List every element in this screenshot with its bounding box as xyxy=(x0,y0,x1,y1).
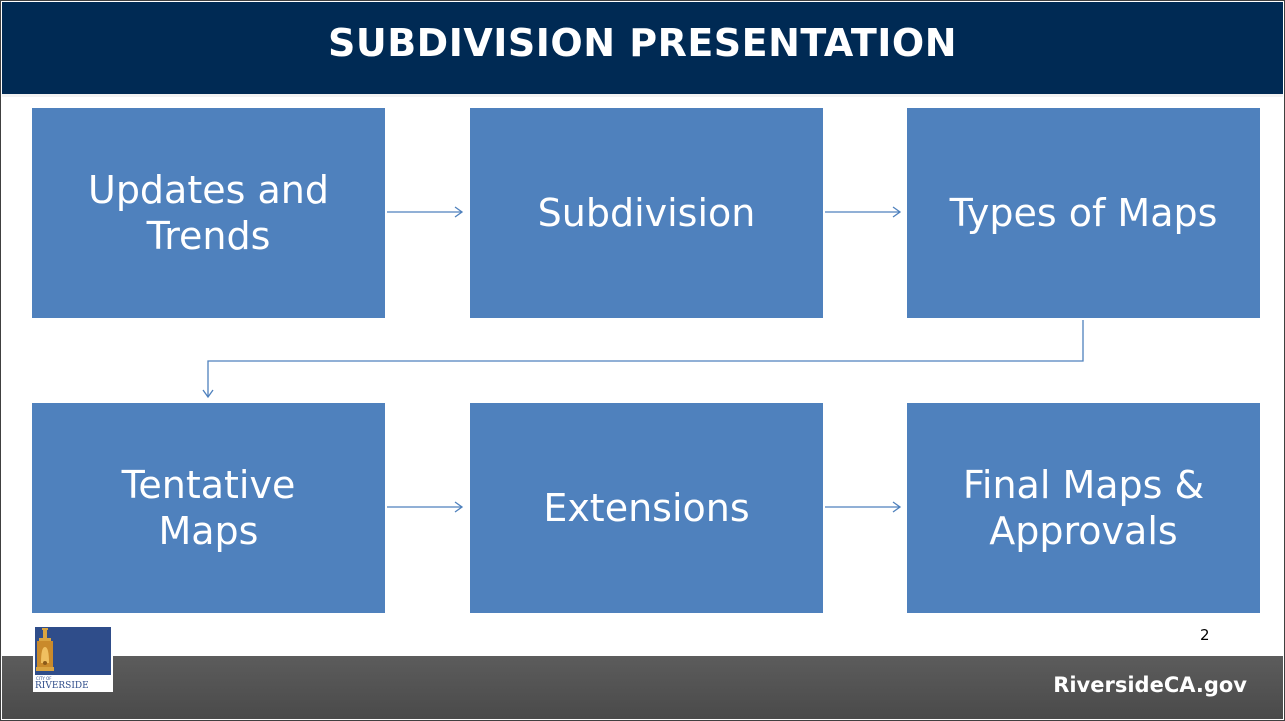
arrow-extensions-to-final-icon xyxy=(825,501,902,513)
svg-text:RIVERSIDE: RIVERSIDE xyxy=(35,681,89,691)
flow-step-label: Types of Maps xyxy=(949,190,1218,235)
flow-step-label: Updates and Trends xyxy=(88,167,329,258)
flow-step-subdivision: Subdivision xyxy=(470,108,823,318)
title-divider xyxy=(2,94,1283,97)
city-of-riverside-logo-icon: CITY OF RIVERSIDE xyxy=(33,625,113,692)
flow-step-label: Extensions xyxy=(543,485,750,530)
flow-step-tentative-maps: Tentative Maps xyxy=(32,403,385,613)
footer-bar: RiversideCA.gov xyxy=(2,656,1283,719)
flow-step-final-maps-approvals: Final Maps & Approvals xyxy=(907,403,1260,613)
arrow-tentative-to-extensions-icon xyxy=(387,501,464,513)
page-number: 2 xyxy=(1200,626,1210,644)
flow-step-types-of-maps: Types of Maps xyxy=(907,108,1260,318)
arrow-subdivision-to-types-icon xyxy=(825,206,902,218)
flow-step-extensions: Extensions xyxy=(470,403,823,613)
footer-website: RiversideCA.gov xyxy=(1053,673,1247,697)
title-bar: SUBDIVISION PRESENTATION xyxy=(2,2,1283,94)
flow-step-label: Subdivision xyxy=(537,190,756,235)
flow-step-label: Final Maps & Approvals xyxy=(962,462,1205,553)
slide-title: SUBDIVISION PRESENTATION xyxy=(327,21,958,65)
flow-step-updates-and-trends: Updates and Trends xyxy=(32,108,385,318)
flow-step-label: Tentative Maps xyxy=(121,462,296,553)
svg-text:CITY OF: CITY OF xyxy=(36,676,52,681)
arrow-types-to-tentative-icon xyxy=(202,320,1084,399)
arrow-updates-to-subdivision-icon xyxy=(387,206,464,218)
